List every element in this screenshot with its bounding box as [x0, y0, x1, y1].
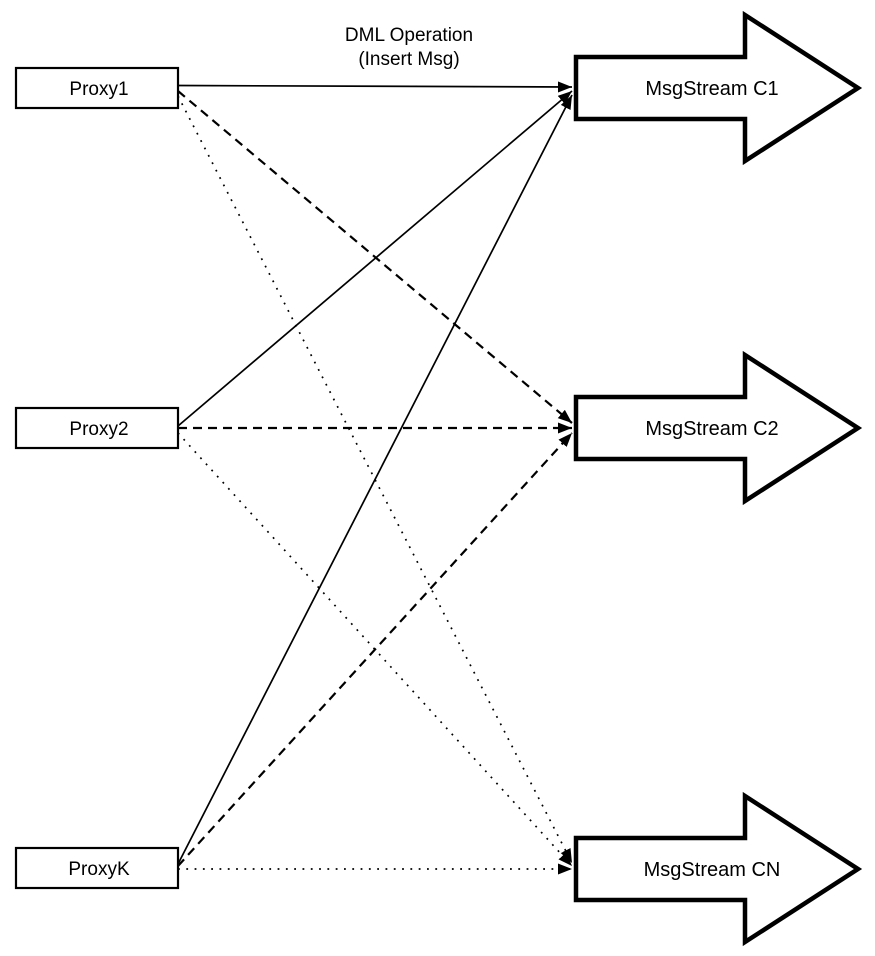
title-line1: DML Operation	[345, 25, 473, 46]
title-line2: (Insert Msg)	[358, 49, 459, 70]
proxy1-box	[14, 66, 180, 110]
edge-proxyk-to-c2-dashed	[177, 432, 573, 867]
proxy2-label: Proxy2	[69, 419, 128, 440]
edge-proxy2-to-c1-solid	[177, 90, 573, 427]
msgstream-c1-arrow	[573, 10, 863, 166]
msgstream-c2-label: MsgStream C2	[645, 418, 778, 440]
msgstream-c1-label: MsgStream C1	[645, 78, 778, 100]
proxy1-label: Proxy1	[69, 79, 128, 100]
edges	[177, 81, 573, 875]
edge-proxyk-to-c1-solid	[177, 94, 573, 865]
proxyk-label: ProxyK	[68, 859, 130, 880]
edge-proxy1-to-c1-solid	[177, 81, 573, 93]
msgstream-c2-arrow	[573, 350, 863, 506]
edge-proxy1-to-c2-dashed	[177, 90, 573, 424]
msgstream-nodes: MsgStream C1 MsgStream C2 MsgStream CN	[573, 10, 863, 947]
proxy2-box	[14, 406, 180, 450]
proxy-nodes: Proxy1 Proxy2 ProxyK	[14, 66, 180, 890]
proxyk-box	[14, 846, 180, 890]
edge-annotation: DML Operation (Insert Msg)	[345, 25, 473, 70]
msgstream-cn-label: MsgStream CN	[644, 859, 781, 881]
msgstream-cn-arrow	[573, 791, 863, 947]
